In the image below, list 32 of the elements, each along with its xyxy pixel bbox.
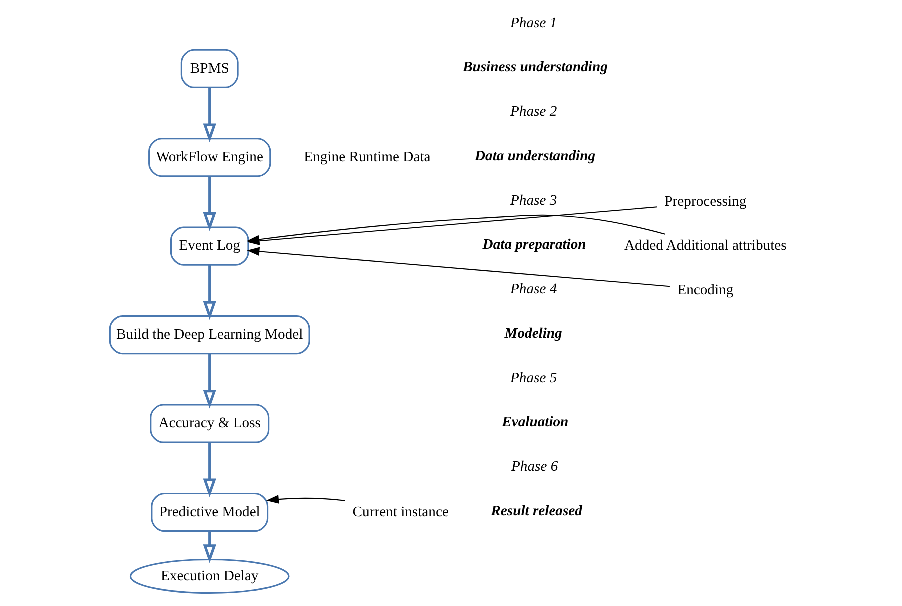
label: Modeling bbox=[504, 326, 562, 342]
label: Phase 1 bbox=[510, 15, 557, 32]
node-text: Encoding bbox=[677, 282, 734, 299]
arrow bbox=[202, 354, 216, 409]
label: Result released bbox=[490, 503, 582, 520]
node-text: Preprocessing bbox=[664, 194, 746, 210]
label: Evaluation bbox=[502, 414, 568, 431]
arrow bbox=[202, 88, 216, 143]
label: Phase 2 bbox=[510, 104, 557, 120]
arrow bbox=[266, 495, 345, 504]
label: Engine Runtime Data bbox=[304, 149, 430, 166]
arrow bbox=[202, 265, 216, 320]
node-box: BPMS bbox=[180, 49, 238, 88]
label: Phase 3 bbox=[510, 192, 557, 209]
arrow bbox=[202, 531, 216, 564]
label: Data understanding bbox=[474, 148, 596, 164]
node-text: Added Additional attributes bbox=[624, 238, 786, 254]
arrow bbox=[202, 442, 216, 498]
label: Business understanding bbox=[462, 60, 608, 76]
label: Phase 5 bbox=[510, 370, 557, 386]
node-box: Build the Deep Learning Model bbox=[108, 316, 310, 355]
label: Phase 4 bbox=[510, 282, 557, 298]
node-box: Event Log bbox=[170, 226, 249, 266]
arrow bbox=[246, 247, 670, 288]
node-box: Predictive Model bbox=[150, 492, 268, 532]
node-ellipse: Execution Delay bbox=[129, 558, 290, 594]
node-box: WorkFlow Engine bbox=[148, 138, 271, 178]
arrow bbox=[202, 176, 216, 232]
node-box: Accuracy & Loss bbox=[150, 404, 270, 444]
node-text: Current instance bbox=[352, 504, 448, 520]
label: Phase 6 bbox=[511, 458, 558, 475]
label: Data preparation bbox=[482, 237, 586, 254]
